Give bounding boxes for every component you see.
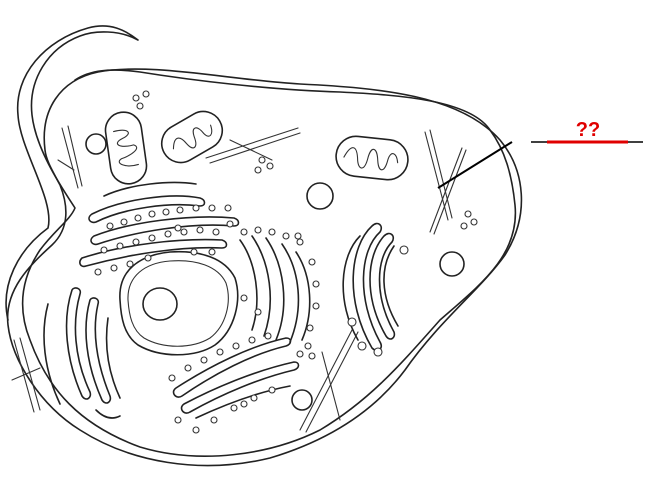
- ribosomes-upper: [94, 204, 234, 276]
- centriole-pair-top: [205, 127, 301, 164]
- mitochondrion-1: [104, 111, 148, 185]
- nucleolus: [142, 287, 178, 321]
- nuclear-envelope: [119, 250, 239, 356]
- lysosome-4: [291, 389, 313, 411]
- rough-er-lower: [168, 332, 300, 434]
- rough-er-upper: [79, 181, 240, 268]
- mitochondrion-2: [160, 110, 224, 164]
- cytoskeleton-fibers-bottom-left: [11, 337, 41, 413]
- golgi-apparatus: [342, 222, 409, 357]
- cytoskeleton-fibers-bottom: [299, 329, 359, 433]
- rough-er-right: [239, 226, 320, 343]
- lysosome-3: [439, 251, 465, 277]
- nuclear-envelope-inner: [127, 260, 229, 347]
- lysosome-1: [85, 133, 107, 155]
- free-ribosomes: [132, 90, 478, 360]
- cytoskeleton-fibers-left: [57, 125, 83, 189]
- cell-membrane-inner: [6, 68, 523, 467]
- mitochondrion-3: [335, 135, 409, 181]
- smooth-er-left: [43, 287, 121, 419]
- cytoskeleton-fibers-right: [424, 129, 467, 235]
- cell-membrane: [5, 25, 517, 457]
- label-question-marks: ??: [576, 119, 600, 141]
- lysosome-2: [306, 182, 334, 210]
- leader-line: [437, 141, 513, 189]
